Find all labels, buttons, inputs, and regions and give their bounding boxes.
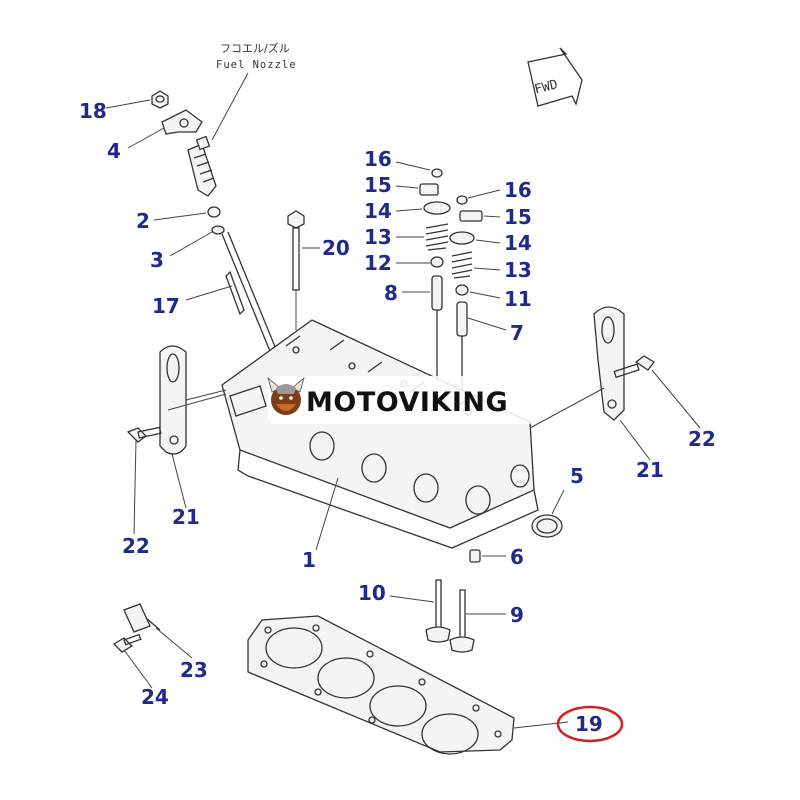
callout-1: 1 [302, 548, 316, 572]
callout-21-right: 21 [636, 458, 664, 482]
part-21-lifting-bracket-left [159, 345, 187, 455]
part-19-head-gasket [247, 615, 515, 755]
part-4-nozzle-clamp [161, 109, 203, 135]
callout-7: 7 [510, 321, 524, 345]
callout-15-left: 15 [364, 173, 392, 197]
callout-22-left: 22 [122, 534, 150, 558]
part-6-valve-seat [469, 549, 481, 563]
part-9-exhaust-valve [449, 589, 475, 653]
part-24-bolt [112, 633, 142, 653]
part-22-bolt-left [126, 426, 162, 443]
part-20-head-bolt [287, 210, 305, 330]
callout-20: 20 [322, 236, 350, 260]
callout-9: 9 [510, 603, 524, 627]
callout-22-right: 22 [688, 427, 716, 451]
callout-14-right: 14 [504, 231, 532, 255]
part-2-washer [207, 206, 221, 218]
callout-19: 19 [575, 712, 603, 736]
callout-3: 3 [150, 248, 164, 272]
highlighted-callout-19: 19 [556, 705, 624, 743]
highlight-circle [556, 705, 624, 743]
fwd-arrow-icon: FWD [527, 47, 583, 107]
fuel-nozzle-label-en: Fuel Nozzle [216, 59, 297, 71]
callout-10: 10 [358, 581, 386, 605]
part-23-sensor [123, 603, 161, 633]
callout-13-left: 13 [364, 225, 392, 249]
part-3-seal [211, 225, 225, 235]
part-5-expansion-plug [531, 514, 563, 538]
callout-18: 18 [79, 99, 107, 123]
callout-12: 12 [364, 251, 392, 275]
part-10-intake-valve [425, 579, 451, 643]
callout-5: 5 [570, 464, 584, 488]
watermark-text: MOTOVIKING [306, 387, 508, 418]
fuel-nozzle-leader [211, 72, 249, 141]
callout-13-right: 13 [504, 258, 532, 282]
callout-23: 23 [180, 658, 208, 682]
callout-6: 6 [510, 545, 524, 569]
callout-17: 17 [152, 294, 180, 318]
part-21-lifting-bracket-right [593, 306, 625, 421]
callout-4: 4 [107, 139, 121, 163]
fuel-nozzle-label-jp: フコエル/ズル [220, 41, 290, 55]
part-1-cylinder-head [221, 319, 539, 549]
fwd-label: FWD [533, 77, 560, 97]
callout-14-left: 14 [364, 199, 392, 223]
callout-15-right: 15 [504, 205, 532, 229]
part-fuel-nozzle [187, 135, 217, 197]
callout-16-right: 16 [504, 178, 532, 202]
part-18-nut [151, 90, 169, 109]
viking-logo-icon [267, 376, 305, 415]
callout-21-left: 21 [172, 505, 200, 529]
callout-11: 11 [504, 287, 532, 311]
callout-8: 8 [384, 281, 398, 305]
part-22-bolt-right [613, 355, 655, 379]
watermark-background [268, 376, 534, 424]
watermark: MOTOVIKING [267, 376, 534, 424]
callout-24: 24 [141, 685, 169, 709]
valve-train-left [419, 168, 451, 420]
callout-2: 2 [136, 209, 150, 233]
callout-16-left: 16 [364, 147, 392, 171]
